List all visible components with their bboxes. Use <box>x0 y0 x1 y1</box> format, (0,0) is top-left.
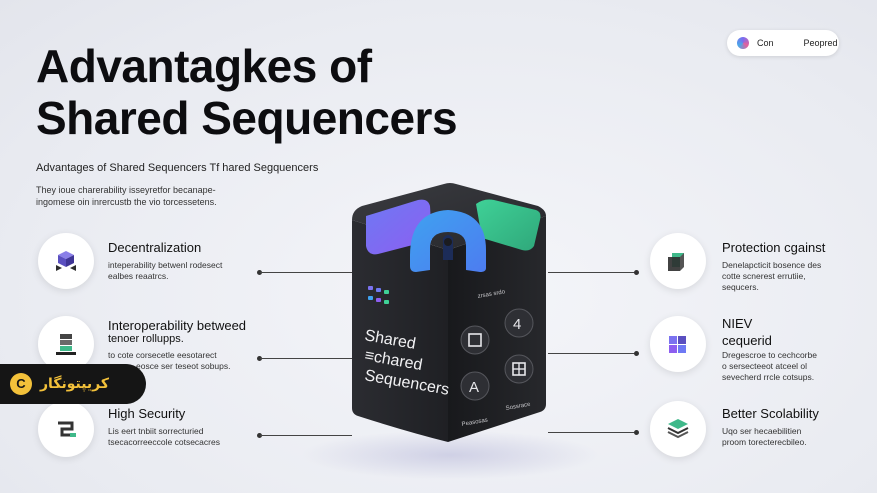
top-pill-button[interactable]: Con Peopred <box>727 30 839 56</box>
feature-desc-line-1: Lis eert tnbiit sorrecturied <box>108 426 204 436</box>
connector-dot <box>257 356 262 361</box>
intro-line-2: ingomese oin inrercustb the vio torcesse… <box>36 197 217 207</box>
tower-left-face <box>352 220 448 442</box>
svg-text:A: A <box>469 379 479 396</box>
connector-line <box>548 272 636 273</box>
green-panel <box>476 199 541 251</box>
cubes-icon <box>38 233 94 289</box>
feature-desc-line-2: ealbes reaatrcs. <box>108 271 169 281</box>
server-stack-icon <box>38 316 94 372</box>
svg-text:4: 4 <box>513 316 521 333</box>
feature-title: Protection cgainst <box>722 240 826 255</box>
page-title: Advantagkes of Shared Sequencers <box>36 40 458 144</box>
feature-desc-line-1: Dregescroe to cechcorbe <box>722 350 817 360</box>
layers-icon <box>650 401 706 457</box>
connector-dot <box>634 270 639 275</box>
watermark-badge: C کریپتونگار <box>0 364 146 404</box>
shield-icon <box>38 401 94 457</box>
feature-desc-line-2: o sersecteeot atceel ol <box>722 361 808 371</box>
pill-right-label: Peopred <box>803 38 838 48</box>
connector-dot <box>634 430 639 435</box>
feature-desc-line-1: inteperability betwenl rodesect <box>108 260 223 270</box>
tower-small-top-text: zrsas srdo <box>477 289 506 300</box>
brand-logo-icon: C <box>10 373 32 395</box>
brand-dot-icon <box>737 37 749 49</box>
box-icon <box>650 233 706 289</box>
feature-desc-line-3: sevecherd rrcle cotsups. <box>722 372 815 382</box>
feature-title: Interoperability betweed <box>108 318 247 333</box>
feature-desc-line-1: Uqo ser hecaebilitien <box>722 426 802 436</box>
feature-desc-line-2: eosce ser teseot sobups. <box>136 361 231 371</box>
shared-sequencers-tower: Shared ≡chared Sequencers zrsas srdo 4 A… <box>352 183 546 442</box>
intro-line-1: They ioue charerability isseyretfor beca… <box>36 185 216 195</box>
connector-dot <box>257 433 262 438</box>
connector-dot <box>257 270 262 275</box>
feature-title-line-2: cequerid <box>722 333 772 348</box>
feature-title-line-2: tenoer rollupps. <box>108 333 184 345</box>
subtitle: Advantages of Shared Sequencers Tf hared… <box>36 162 319 174</box>
feature-desc-line-2: proom torecterecbileo. <box>722 437 807 447</box>
connector-line <box>548 432 636 433</box>
tower-icon-four <box>504 308 534 338</box>
feature-desc-line-2: tsecacorreeccole cotsecacres <box>108 437 220 447</box>
feature-desc-line-1: Denelapcticit bosence des <box>722 260 822 270</box>
feature-title: High Security <box>108 406 186 421</box>
intro-text: They ioue charerability isseyretfor beca… <box>36 184 276 208</box>
feature-title: Better Scolability <box>722 406 819 421</box>
puzzle-blocks-icon <box>650 316 706 372</box>
connector-line <box>260 358 352 359</box>
tower-bottom-right-text: Sossrace <box>505 402 531 412</box>
title-line-2: Shared Sequencers <box>36 92 458 144</box>
tower-icon-square <box>460 325 490 355</box>
feature-desc-line-3: sequcers. <box>722 282 759 292</box>
connector-line <box>548 353 636 354</box>
pill-left-label: Con <box>757 38 774 48</box>
feature-desc-line-1: to cote corsecetle eesotarect <box>108 350 217 360</box>
blue-arch <box>410 210 486 272</box>
feature-title: NIEV <box>722 316 753 331</box>
watermark-text: کریپتونگار <box>40 376 110 392</box>
feature-title: Decentralization <box>108 240 202 255</box>
title-line-1: Advantagkes of <box>36 40 372 92</box>
connector-line <box>260 272 352 273</box>
connector-line <box>260 435 352 436</box>
feature-desc-line-2: cotte scnerest errutiie, <box>722 271 806 281</box>
tower-bottom-left-text: Peasosas <box>461 417 488 427</box>
tower-icon-a <box>460 371 490 401</box>
connector-dot <box>634 351 639 356</box>
